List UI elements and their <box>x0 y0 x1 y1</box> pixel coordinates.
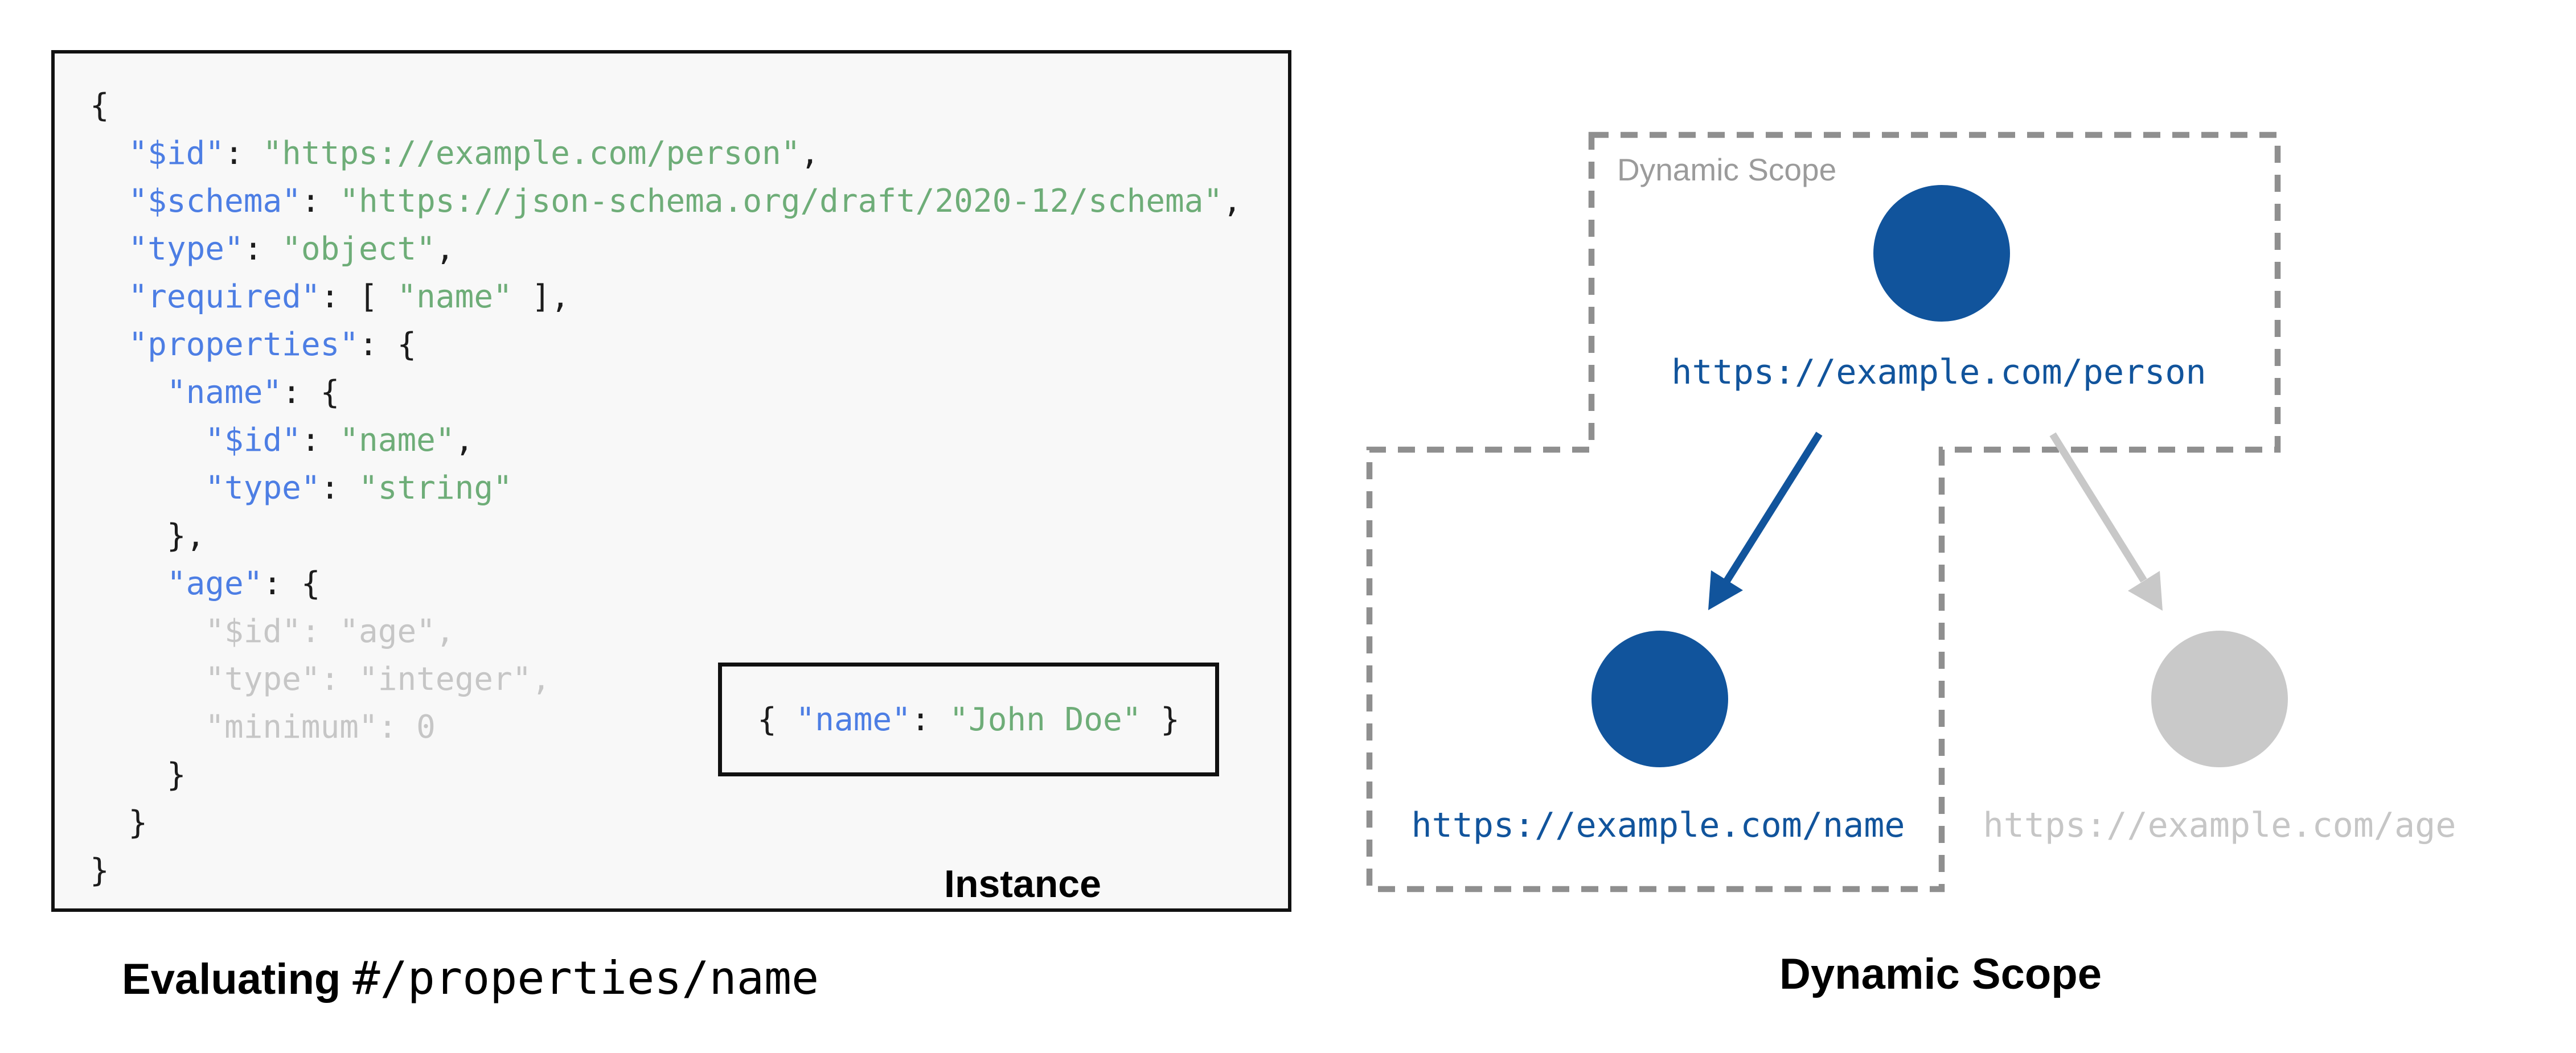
code-token: } <box>90 804 148 841</box>
code-line: } <box>90 751 1242 799</box>
code-line: "$schema": "https://json-schema.org/draf… <box>90 178 1242 225</box>
code-token: "type" <box>205 470 321 507</box>
code-token: , <box>800 135 820 172</box>
age-node-url: https://example.com/age <box>1983 805 2456 845</box>
code-token: "properties" <box>128 326 359 363</box>
scope-label: Dynamic Scope <box>1617 152 1837 187</box>
code-token: "name" <box>166 374 282 411</box>
code-token: "John Doe" <box>949 701 1142 738</box>
code-line: "$id": "name", <box>90 417 1242 464</box>
code-line: "properties": { <box>90 321 1242 369</box>
code-line: "$id": "https://example.com/person", <box>90 130 1242 178</box>
left-caption-pointer: #/properties/name <box>352 952 819 1005</box>
code-line: "type": "string" <box>90 464 1242 512</box>
instance-label: Instance <box>944 862 1101 906</box>
code-token: "string" <box>359 470 512 507</box>
code-token: : <box>320 470 359 507</box>
code-line: "age": { <box>90 560 1242 608</box>
code-token: { <box>757 701 796 738</box>
age-node <box>2151 631 2288 767</box>
name-node <box>1591 631 1728 767</box>
code-line: "$id": "age", <box>90 608 1242 656</box>
code-token: "$id" <box>205 422 301 459</box>
code-token: , <box>435 231 455 268</box>
scope-boundary <box>1366 131 2281 892</box>
code-line: } <box>90 799 1242 847</box>
arrow-head <box>1708 570 1743 610</box>
arrow-shaft <box>2049 432 2147 583</box>
code-token: { <box>90 87 109 124</box>
person-node-url: https://example.com/person <box>1671 352 2206 392</box>
instance-code: { "name": "John Doe" } <box>757 701 1180 738</box>
person-node <box>1873 185 2010 322</box>
code-token: : <box>301 422 340 459</box>
code-token: "age" <box>166 565 263 602</box>
code-line: "type": "object", <box>90 225 1242 273</box>
code-token: }, <box>90 517 206 554</box>
code-token: "$id" <box>128 135 225 172</box>
code-line: "required": [ "name" ], <box>90 273 1242 321</box>
code-token: ], <box>512 278 570 315</box>
code-token: : <box>910 701 950 738</box>
code-token: "name" <box>397 278 512 315</box>
schema-code: { "$id": "https://example.com/person", "… <box>90 82 1242 895</box>
code-line: }, <box>90 512 1242 560</box>
instance-box: { "name": "John Doe" } <box>718 663 1219 776</box>
code-token: : { <box>359 326 417 363</box>
code-token: : <box>224 135 263 172</box>
code-token: } <box>1141 701 1180 738</box>
code-token: } <box>90 756 186 793</box>
code-line: "name": { <box>90 369 1242 417</box>
code-line: } <box>90 847 1242 895</box>
code-line: { <box>90 82 1242 130</box>
code-token: } <box>90 852 109 889</box>
code-token: "type": "integer", <box>90 661 551 698</box>
code-token: : { <box>262 565 321 602</box>
code-line: "minimum": 0 <box>90 704 1242 751</box>
arrow-shaft <box>1724 431 1823 583</box>
code-token: , <box>454 422 474 459</box>
code-token: "minimum": 0 <box>90 709 436 746</box>
code-token: : <box>243 231 282 268</box>
arrow-to-age <box>2049 432 2163 611</box>
arrow-head <box>2128 571 2163 611</box>
code-token: "$id": "age", <box>90 613 455 650</box>
name-node-url: https://example.com/name <box>1411 805 1905 845</box>
code-token: "required" <box>128 278 321 315</box>
code-token: , <box>1223 183 1242 220</box>
code-token: "object" <box>282 231 436 268</box>
code-token: : [ <box>320 278 397 315</box>
code-token: "name" <box>795 701 911 738</box>
code-token: "https://example.com/person" <box>262 135 801 172</box>
right-caption: Dynamic Scope <box>1779 950 2102 998</box>
code-line: "type": "integer", <box>90 656 1242 704</box>
code-token: "name" <box>339 422 455 459</box>
code-token: "$schema" <box>128 183 301 220</box>
code-token: : <box>301 183 340 220</box>
arrow-to-name <box>1708 431 1823 610</box>
code-token: "type" <box>128 231 244 268</box>
left-caption-word: Evaluating <box>122 955 353 1003</box>
code-token: "https://json-schema.org/draft/2020-12/s… <box>339 183 1223 220</box>
left-caption: Evaluating #/properties/name <box>122 952 819 1005</box>
code-token: : { <box>282 374 340 411</box>
schema-code-panel: { "$id": "https://example.com/person", "… <box>51 50 1291 912</box>
